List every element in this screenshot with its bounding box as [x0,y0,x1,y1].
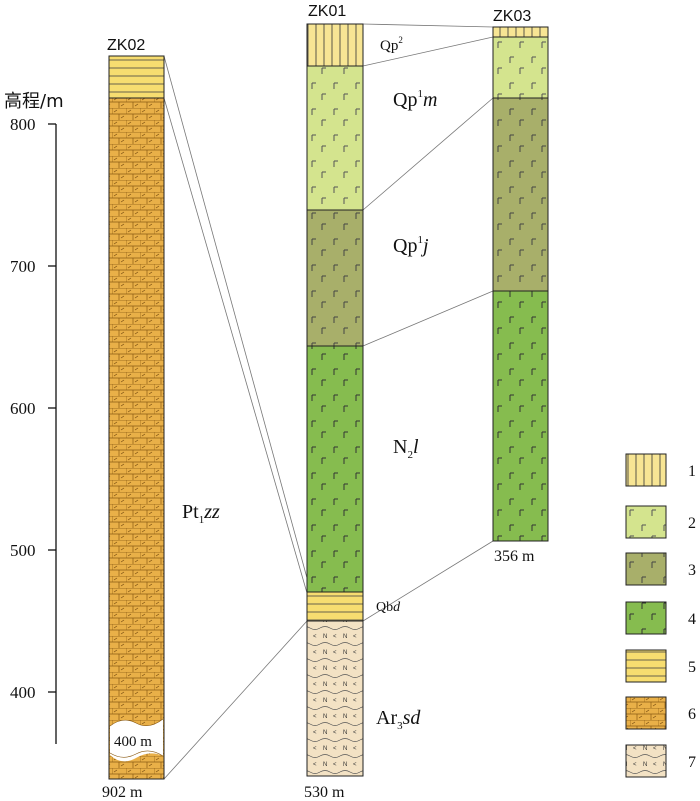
legend-number: 2 [688,515,696,532]
axis-tick-label: 700 [10,257,36,276]
correlation-lines [163,23,494,780]
axis-tick-label: 400 [10,683,36,702]
zk03-bottom-depth: 356 m [494,548,535,565]
zk02-gap-depth: 400 m [114,734,152,750]
correlation-line [362,23,494,28]
zk02-gap-edge [109,718,164,758]
zk02-layer-6 [108,97,165,780]
correlation-line [362,290,494,347]
correlation-line [163,620,308,780]
legend-swatch [625,601,667,635]
legend-number: 3 [688,562,696,579]
well-zk02: ZK02 400 m 902 m [102,37,165,801]
well-zk03-title: ZK03 [493,8,531,25]
legend: 1 2 3 4 5 6 7 [625,453,696,778]
unit-label-n2l: N2l [393,436,419,461]
correlation-line [362,97,494,211]
zk01-layer-1 [306,23,364,67]
zk03-layer-3 [492,97,549,292]
correlation-line [163,97,308,594]
unit-label-qp1m: Qp1m [393,88,437,111]
correlation-line [362,540,494,622]
axis-tick-label: 800 [10,115,36,134]
unit-label-qp2: Qp2 [380,35,403,54]
axis-tick-label: 600 [10,399,36,418]
well-zk02-title: ZK02 [107,37,145,54]
legend-swatch [625,552,667,586]
zk03-layer-2 [492,36,549,99]
legend-number: 6 [688,706,696,723]
correlation-line [163,55,308,579]
unit-label-qbd: Qbd [376,600,401,615]
zk01-layer-5 [306,591,364,622]
legend-swatch [625,649,667,683]
well-zk01-title: ZK01 [308,3,346,20]
legend-number: 1 [688,463,696,480]
legend-swatch [625,453,667,487]
zk01-bottom-depth: 530 m [304,784,345,801]
legend-swatch [625,696,667,730]
legend-number: 4 [688,611,696,628]
zk02-bottom-depth: 902 m [102,784,143,801]
axis-ticks: 800 700 600 500 400 [10,115,56,702]
axis-tick-label: 500 [10,541,36,560]
legend-number: 7 [688,754,696,771]
well-zk01: ZK01 530 m [304,3,364,801]
unit-label-qp1j: Qp1j [393,234,429,257]
correlation-line [362,36,494,67]
well-zk03: ZK03 356 m [492,8,549,565]
zk01-layer-3 [306,209,364,347]
unit-label-ar3sd: Ar3sd [376,707,421,732]
zk01-layer-2 [306,65,364,211]
unit-labels: Qp2 Qp1m Qp1j N2l Qbd Ar3sd Pt1zz [182,35,437,732]
zk01-layer-4 [306,345,364,593]
zk03-layer-1 [492,26,549,38]
elevation-axis: 高程/m 800 700 600 500 400 [4,91,64,744]
zk03-layer-4 [492,290,549,542]
legend-number: 5 [688,659,696,676]
zk01-layer-7 [306,620,364,777]
unit-label-pt1zz: Pt1zz [182,501,220,526]
legend-swatch [625,744,667,778]
legend-swatch [625,505,667,539]
axis-label: 高程/m [4,91,64,112]
zk02-layer-5 [108,55,165,99]
